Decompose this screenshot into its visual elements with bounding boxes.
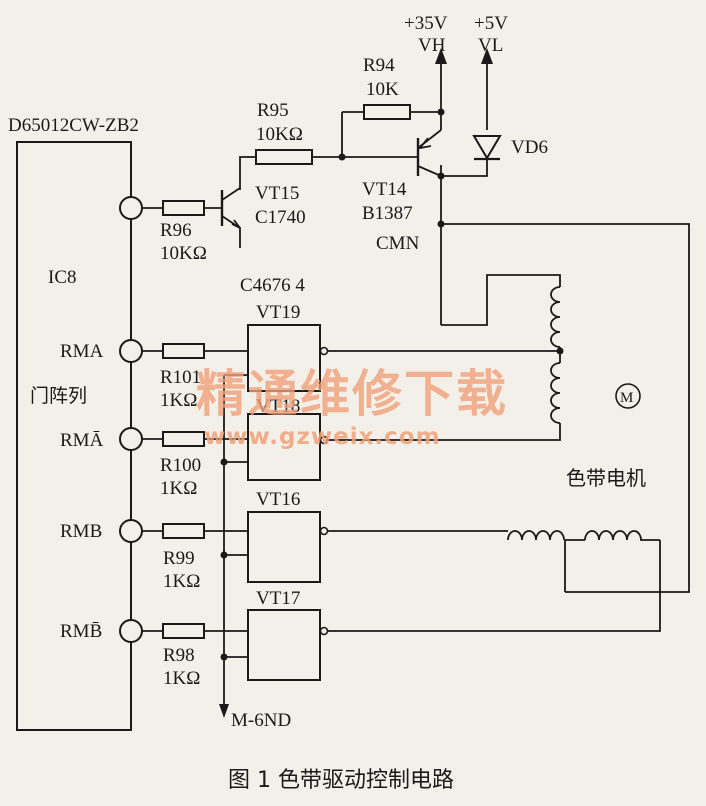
vl-arrow-icon bbox=[481, 48, 493, 64]
ic-part-number: D65012CW-ZB2 bbox=[8, 115, 139, 136]
r96-val: 10KΩ bbox=[160, 243, 207, 264]
wires bbox=[142, 60, 690, 708]
motor-symbol-letter: M bbox=[620, 390, 633, 406]
r94-ref: R94 bbox=[363, 55, 395, 76]
resistor-r96 bbox=[162, 200, 205, 216]
pin-label-rma: RMA bbox=[60, 341, 104, 362]
resistor-r100 bbox=[162, 431, 205, 447]
vt15-type: C1740 bbox=[255, 207, 306, 228]
diode-vd6-label: VD6 bbox=[511, 137, 548, 158]
pin-circle-rma-bar bbox=[119, 427, 143, 451]
vt16-ref: VT16 bbox=[256, 489, 300, 510]
pin-label-rmb-bar: RMB̄ bbox=[60, 621, 102, 642]
r95-val: 10KΩ bbox=[256, 124, 303, 145]
vt14-type: B1387 bbox=[362, 203, 413, 224]
r100-val: 1KΩ bbox=[160, 478, 197, 499]
resistor-r95 bbox=[255, 149, 313, 165]
motor-symbol-icon: M bbox=[615, 383, 641, 409]
supply-vl-label: VL bbox=[478, 35, 503, 56]
r98-val: 1KΩ bbox=[163, 668, 200, 689]
resistor-r101 bbox=[162, 343, 205, 359]
watermark-url: www.gzweix.com bbox=[204, 424, 441, 450]
driver-blocks bbox=[247, 324, 329, 681]
supply-v35-label: +35V bbox=[404, 13, 448, 34]
pin-circle-rma bbox=[119, 339, 143, 363]
driver-vt17 bbox=[247, 609, 321, 681]
pin-circle-rmb-bar bbox=[119, 619, 143, 643]
vt18-ref: VT18 bbox=[256, 396, 300, 417]
r99-ref: R99 bbox=[163, 548, 195, 569]
supply-vh-label: VH bbox=[418, 35, 446, 56]
r101-val: 1KΩ bbox=[160, 390, 197, 411]
vt15-ref: VT15 bbox=[255, 183, 299, 204]
driver-vt18 bbox=[247, 413, 321, 481]
pin-circle-top bbox=[119, 196, 143, 220]
driver-array-label: C4676 4 bbox=[240, 275, 305, 296]
r99-val: 1KΩ bbox=[163, 571, 200, 592]
resistor-r99 bbox=[162, 523, 205, 539]
transistor-vt15 bbox=[220, 187, 241, 248]
transistor-vt14 bbox=[416, 129, 442, 177]
vh-arrow-icon bbox=[435, 48, 447, 64]
r94-val: 10K bbox=[366, 79, 399, 100]
driver-vt19 bbox=[247, 324, 321, 392]
vt17-ref: VT17 bbox=[256, 588, 300, 609]
supply-v5-label: +5V bbox=[474, 13, 508, 34]
r95-ref: R95 bbox=[257, 100, 289, 121]
ground-label: M-6ND bbox=[231, 710, 291, 731]
cmn-label: CMN bbox=[376, 233, 420, 254]
watermark-cn: 精通维修下载 bbox=[196, 365, 508, 423]
motor-label: 色带电机 bbox=[566, 466, 646, 490]
r100-ref: R100 bbox=[160, 455, 201, 476]
r96-ref: R96 bbox=[160, 220, 192, 241]
pin-label-rmb: RMB bbox=[60, 521, 102, 542]
resistor-r94 bbox=[363, 104, 411, 120]
driver-vt16 bbox=[247, 511, 321, 583]
r101-ref: R101 bbox=[160, 367, 201, 388]
junction-dots bbox=[220, 108, 564, 661]
figure-caption: 图 1 色带驱动控制电路 bbox=[228, 768, 454, 793]
ic-desc-label: 门阵列 bbox=[30, 385, 87, 407]
vt19-ref: VT19 bbox=[256, 302, 300, 323]
pin-circle-rmb bbox=[119, 519, 143, 543]
r98-ref: R98 bbox=[163, 645, 195, 666]
pin-label-rma-bar: RMĀ bbox=[60, 430, 104, 451]
diode-vd6: VD6 bbox=[472, 135, 548, 161]
vt14-ref: VT14 bbox=[362, 179, 407, 200]
ground-arrow bbox=[219, 704, 229, 718]
ic-ref-label: IC8 bbox=[48, 267, 77, 288]
motor-coils bbox=[507, 286, 660, 541]
resistors bbox=[162, 104, 411, 639]
resistor-r98 bbox=[162, 623, 205, 639]
